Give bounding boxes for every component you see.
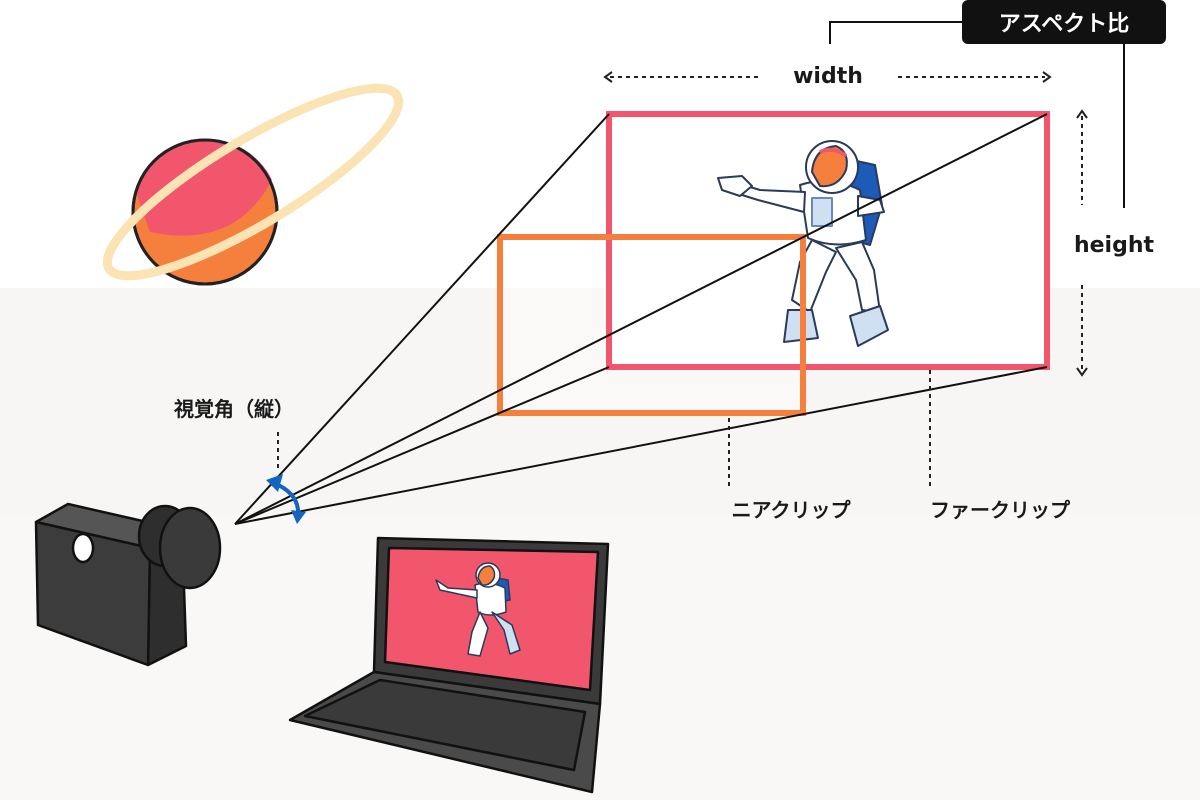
fov-vertical-label: 視覚角（縦） — [173, 397, 294, 421]
aspect-ratio-bracket — [829, 21, 1125, 208]
camera-icon — [34, 502, 222, 667]
aspect-ratio-badge: アスペクト比 — [962, 0, 1166, 44]
far-clip-plane — [606, 111, 1050, 370]
astronaut-icon — [717, 140, 889, 347]
near-clip-plane — [497, 234, 806, 416]
near-clip-plane-fill — [500, 237, 803, 413]
view-frustum-lines — [234, 113, 1048, 525]
dimension-arrowheads — [603, 71, 1088, 377]
width-label: width — [793, 64, 863, 89]
laptop-icon — [288, 536, 610, 794]
astronaut-icon — [435, 562, 521, 657]
planet-icon — [102, 83, 404, 286]
near-clip-label: ニアクリップ — [732, 498, 852, 522]
fov-angle-arrow-icon — [266, 474, 306, 524]
dimension-guides — [277, 76, 1083, 488]
aspect-ratio-label: アスペクト比 — [999, 12, 1129, 37]
height-label: height — [1074, 233, 1155, 258]
far-clip-label: ファークリップ — [930, 498, 1071, 522]
